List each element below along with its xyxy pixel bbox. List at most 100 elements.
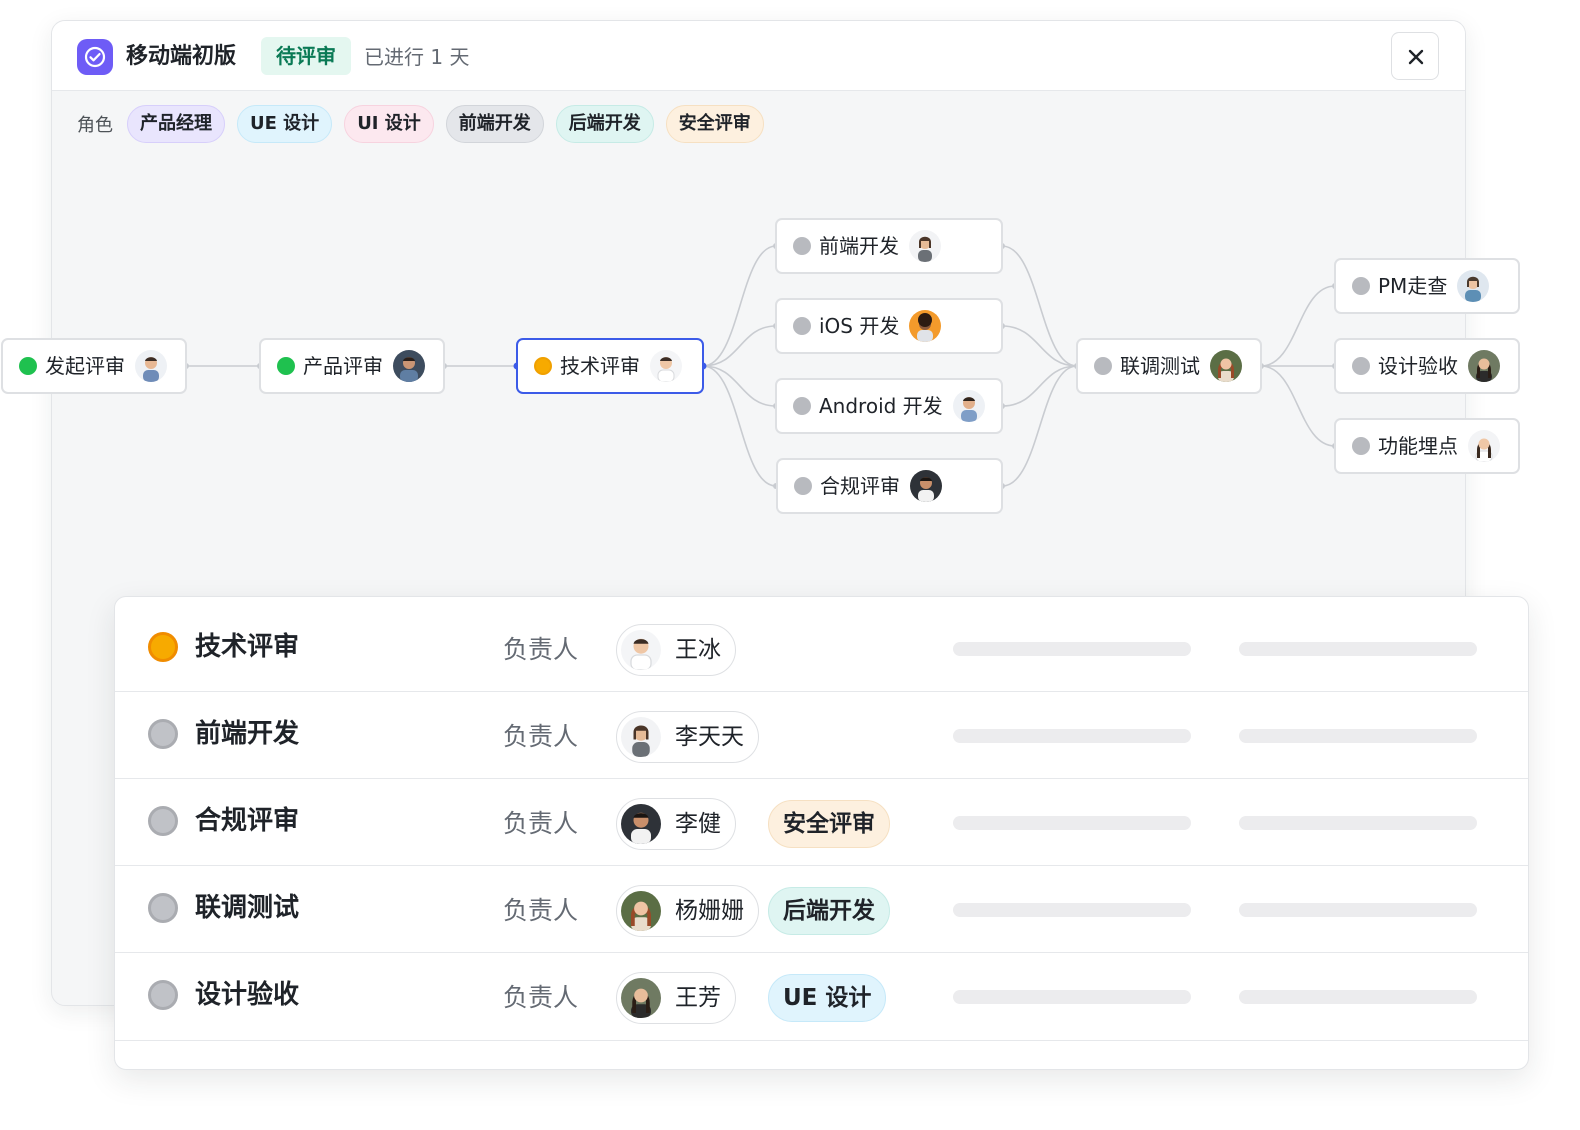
status-dot-pending xyxy=(148,893,178,923)
owner-label: 负责人 xyxy=(503,809,579,838)
skeleton-placeholder xyxy=(953,729,1191,743)
node-label: iOS 开发 xyxy=(819,314,900,338)
status-dot-pending xyxy=(1352,437,1370,455)
flow-node-integration-test[interactable]: 联调测试 xyxy=(1076,338,1262,394)
status-dot-pending xyxy=(148,806,178,836)
status-dot-in-progress xyxy=(534,357,552,375)
row-title: 前端开发 xyxy=(195,719,300,749)
avatar xyxy=(1468,350,1500,382)
avatar xyxy=(650,350,682,382)
table-row[interactable]: 联调测试 负责人 杨姗姗 后端开发 xyxy=(115,866,1528,953)
status-dot-pending xyxy=(793,317,811,335)
owner-label: 负责人 xyxy=(503,722,579,751)
owner-label: 负责人 xyxy=(503,896,579,925)
avatar xyxy=(621,804,661,844)
row-title: 联调测试 xyxy=(195,893,300,923)
avatar xyxy=(952,390,985,422)
elapsed-time: 已进行 1 天 xyxy=(364,45,470,69)
avatar xyxy=(621,891,661,931)
node-label: 设计验收 xyxy=(1378,354,1458,378)
roles-label: 角色 xyxy=(77,115,113,136)
owner-name: 王芳 xyxy=(675,985,721,1011)
node-label: Android 开发 xyxy=(819,394,943,418)
status-dot-pending xyxy=(148,980,178,1010)
table-row[interactable]: 设计验收 负责人 王芳 UE 设计 xyxy=(115,953,1528,1041)
role-tag-ue-design[interactable]: UE 设计 xyxy=(237,105,333,143)
owner-chip[interactable]: 王芳 xyxy=(616,972,736,1024)
flow-node-frontend[interactable]: 前端开发 xyxy=(775,218,1003,274)
role-tag: UE 设计 xyxy=(768,974,887,1022)
avatar xyxy=(621,717,661,757)
flow-node-tech-review[interactable]: 技术评审 xyxy=(516,338,704,394)
table-row[interactable]: 合规评审 负责人 李健 安全评审 xyxy=(115,779,1528,866)
status-dot-done xyxy=(19,357,37,375)
node-label: 技术评审 xyxy=(560,354,640,378)
skeleton-placeholder xyxy=(953,816,1191,830)
skeleton-placeholder xyxy=(1239,729,1477,743)
owner-name: 杨姗姗 xyxy=(675,898,744,924)
avatar xyxy=(1468,430,1500,462)
skeleton-placeholder xyxy=(1239,816,1477,830)
status-dot-pending xyxy=(793,397,811,415)
node-label: PM走查 xyxy=(1378,274,1448,298)
table-row[interactable]: 前端开发 负责人 李天天 xyxy=(115,692,1528,779)
status-dot-pending xyxy=(148,719,178,749)
owner-label: 负责人 xyxy=(503,983,579,1012)
avatar xyxy=(621,630,661,670)
status-dot-pending xyxy=(1094,357,1112,375)
flow-node-design-acceptance[interactable]: 设计验收 xyxy=(1334,338,1520,394)
role-tag-security[interactable]: 安全评审 xyxy=(665,105,764,143)
owner-label: 负责人 xyxy=(503,635,579,664)
avatar xyxy=(135,350,167,382)
skeleton-placeholder xyxy=(953,903,1191,917)
flow-node-pm-walkthrough[interactable]: PM走查 xyxy=(1334,258,1520,314)
role-tag: 后端开发 xyxy=(768,887,890,935)
row-title: 技术评审 xyxy=(195,632,300,662)
node-label: 前端开发 xyxy=(819,234,899,258)
close-icon xyxy=(1408,49,1424,65)
avatar xyxy=(1457,270,1490,302)
flow-node-compliance[interactable]: 合规评审 xyxy=(776,458,1003,514)
avatar xyxy=(910,470,942,502)
status-dot-in-progress xyxy=(148,632,178,662)
skeleton-placeholder xyxy=(1239,990,1477,1004)
window-header: 移动端初版 待评审 已进行 1 天 xyxy=(52,21,1465,91)
skeleton-placeholder xyxy=(1239,903,1477,917)
owner-chip[interactable]: 杨姗姗 xyxy=(616,885,759,937)
flow-node-tracking[interactable]: 功能埋点 xyxy=(1334,418,1520,474)
close-button[interactable] xyxy=(1391,32,1439,80)
owner-chip[interactable]: 李健 xyxy=(616,798,736,850)
node-label: 功能埋点 xyxy=(1378,434,1458,458)
avatar xyxy=(909,310,942,342)
node-label: 产品评审 xyxy=(303,354,383,378)
owner-name: 李天天 xyxy=(675,724,744,750)
flow-node-ios[interactable]: iOS 开发 xyxy=(775,298,1003,354)
flow-node-start[interactable]: 发起评审 xyxy=(1,338,187,394)
task-details-panel: 技术评审 负责人 王冰 前端开发 负责人 李天天 合规评审 负责人 xyxy=(114,596,1529,1070)
skeleton-placeholder xyxy=(953,990,1191,1004)
owner-chip[interactable]: 王冰 xyxy=(616,624,736,676)
skeleton-placeholder xyxy=(953,642,1191,656)
node-label: 联调测试 xyxy=(1120,354,1200,378)
avatar xyxy=(1210,350,1242,382)
window-title: 移动端初版 xyxy=(126,44,237,69)
role-tag-frontend[interactable]: 前端开发 xyxy=(445,105,544,143)
status-dot-pending xyxy=(794,477,812,495)
row-title: 设计验收 xyxy=(195,980,300,1010)
role-tag: 安全评审 xyxy=(768,800,890,848)
status-badge: 待评审 xyxy=(261,37,351,75)
role-tag-ui-design[interactable]: UI 设计 xyxy=(344,105,434,143)
role-tag-product-manager[interactable]: 产品经理 xyxy=(127,105,225,143)
role-tag-backend[interactable]: 后端开发 xyxy=(555,105,654,143)
node-label: 发起评审 xyxy=(45,354,125,378)
owner-chip[interactable]: 李天天 xyxy=(616,711,759,763)
flow-node-android[interactable]: Android 开发 xyxy=(775,378,1003,434)
avatar xyxy=(621,978,661,1018)
status-dot-pending xyxy=(793,237,811,255)
skeleton-placeholder xyxy=(1239,642,1477,656)
role-legend: 角色 产品经理 UE 设计 UI 设计 前端开发 后端开发 安全评审 xyxy=(77,105,776,143)
table-row[interactable]: 技术评审 负责人 王冰 xyxy=(115,597,1528,692)
flow-node-product-review[interactable]: 产品评审 xyxy=(259,338,445,394)
status-dot-pending xyxy=(1352,277,1370,295)
avatar xyxy=(393,350,425,382)
